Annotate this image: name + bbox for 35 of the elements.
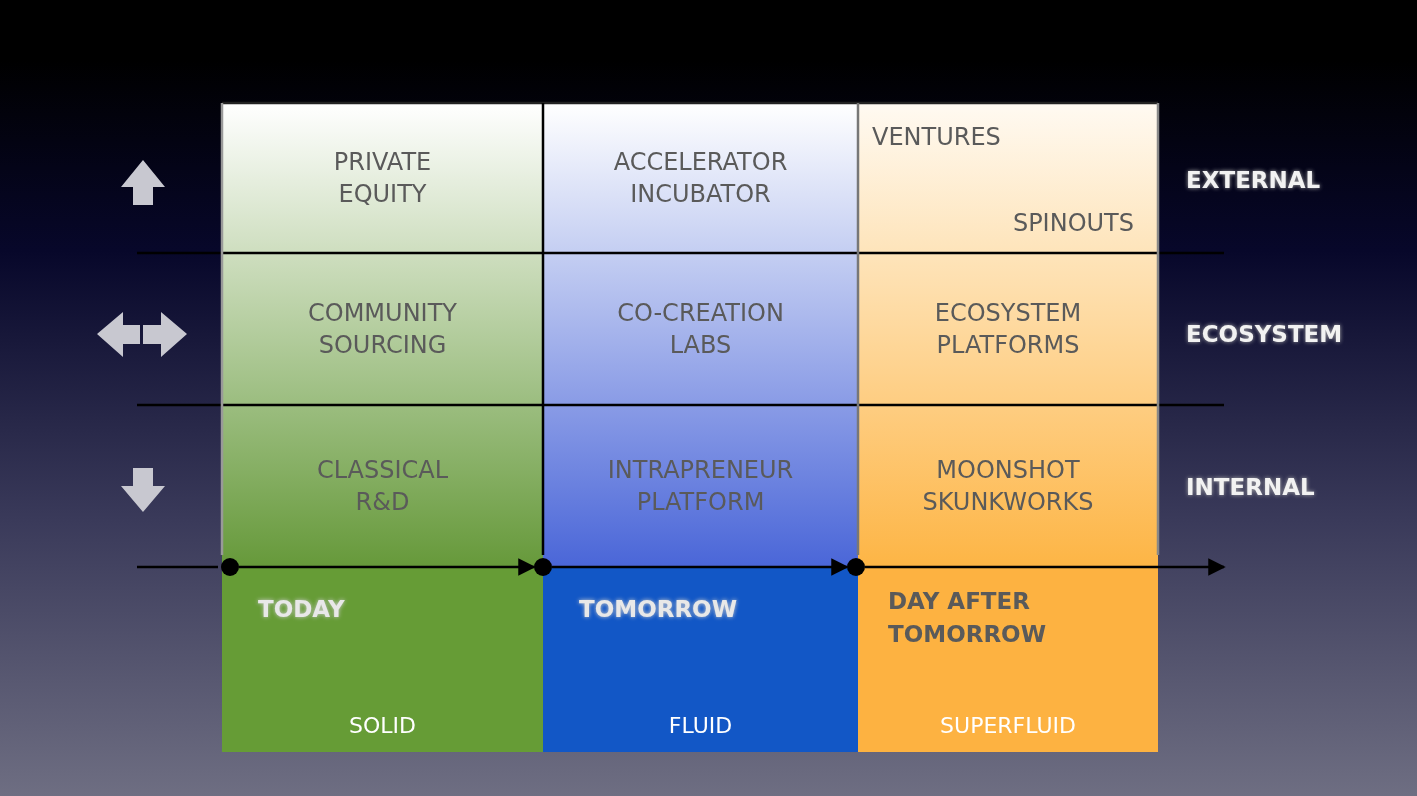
time-panel xyxy=(222,567,543,752)
grid-cell xyxy=(222,405,543,567)
time-panel xyxy=(543,567,858,752)
state-label: SOLID xyxy=(348,713,417,738)
timeline-arrow xyxy=(552,558,849,576)
timeline-arrow xyxy=(865,558,1226,576)
time-heading: DAY AFTER TOMORROW xyxy=(888,587,1048,649)
grid-cell xyxy=(543,253,858,405)
cell-label: INTRAPRENEUR PLATFORM xyxy=(606,455,795,518)
state-label: FLUID xyxy=(667,713,734,738)
timeline-dot xyxy=(221,558,239,576)
cell-label: COMMUNITY SOURCING xyxy=(307,298,458,361)
row-label: EXTERNAL xyxy=(1186,167,1321,193)
state-label: SUPERFLUID xyxy=(939,713,1077,738)
cell-label: MOONSHOT SKUNKWORKS xyxy=(921,455,1095,518)
grid-cell xyxy=(543,405,858,567)
grid-cell xyxy=(858,253,1158,405)
cell-label: SPINOUTS xyxy=(1012,208,1134,239)
time-panel xyxy=(858,567,1158,752)
cell-label: ECOSYSTEM PLATFORMS xyxy=(933,298,1083,361)
grid-cell xyxy=(858,405,1158,567)
grid-cell xyxy=(858,103,1158,253)
timeline-arrow xyxy=(239,558,536,576)
cell-label: CO-CREATION LABS xyxy=(616,298,785,361)
row-label: INTERNAL xyxy=(1186,474,1315,500)
grid-cell xyxy=(543,103,858,253)
cell-label: PRIVATE EQUITY xyxy=(332,147,433,210)
grid-cell xyxy=(222,253,543,405)
row-label: ECOSYSTEM xyxy=(1186,321,1343,347)
time-heading: TOMORROW xyxy=(579,595,739,624)
cell-label: ACCELERATOR INCUBATOR xyxy=(612,147,789,210)
grid-cell xyxy=(222,103,543,253)
cell-label: CLASSICAL R&D xyxy=(315,455,450,518)
cell-label: VENTURES xyxy=(872,122,1001,153)
time-heading: TODAY xyxy=(258,595,346,624)
